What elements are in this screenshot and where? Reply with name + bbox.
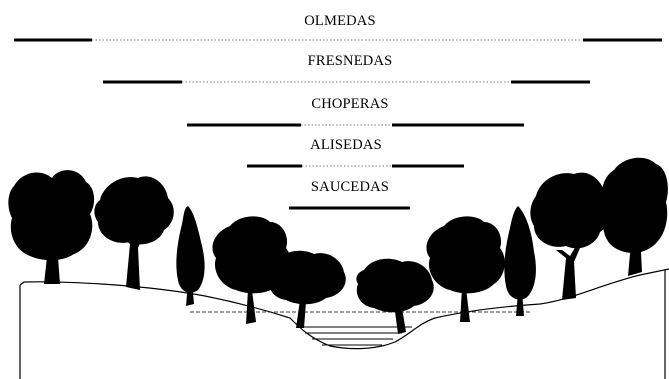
- tree-silhouette-right-poplar: [504, 206, 536, 316]
- tree-willows: [268, 250, 434, 334]
- zone-label-saucedas: SAUCEDAS: [310, 179, 390, 195]
- river-water: [300, 326, 412, 346]
- tree-silhouette-left-willow: [268, 250, 346, 328]
- zone-label-fresnedas: FRESNEDAS: [307, 53, 393, 69]
- tree-silhouette-left-elm: [8, 170, 95, 284]
- zone-label-alisedas: ALISEDAS: [310, 137, 382, 153]
- tree-silhouette-left-ash: [94, 176, 174, 290]
- tree-silhouette-right-willow: [356, 258, 434, 334]
- tree-ashes: [94, 172, 611, 300]
- zone-label-olmedas: OLMEDAS: [304, 13, 376, 29]
- terrain-profile: [19, 268, 669, 379]
- zone-label-choperas: CHOPERAS: [311, 96, 389, 112]
- tree-silhouette-left-poplar: [176, 206, 205, 306]
- zone-bars: [14, 38, 662, 210]
- tree-poplars: [176, 206, 536, 316]
- tree-silhouette-right-ash: [530, 172, 611, 300]
- tree-elms: [8, 157, 668, 284]
- tree-silhouette-right-alder: [426, 216, 505, 322]
- tree-silhouette-right-elm: [602, 157, 668, 276]
- ground-line: [19, 268, 669, 350]
